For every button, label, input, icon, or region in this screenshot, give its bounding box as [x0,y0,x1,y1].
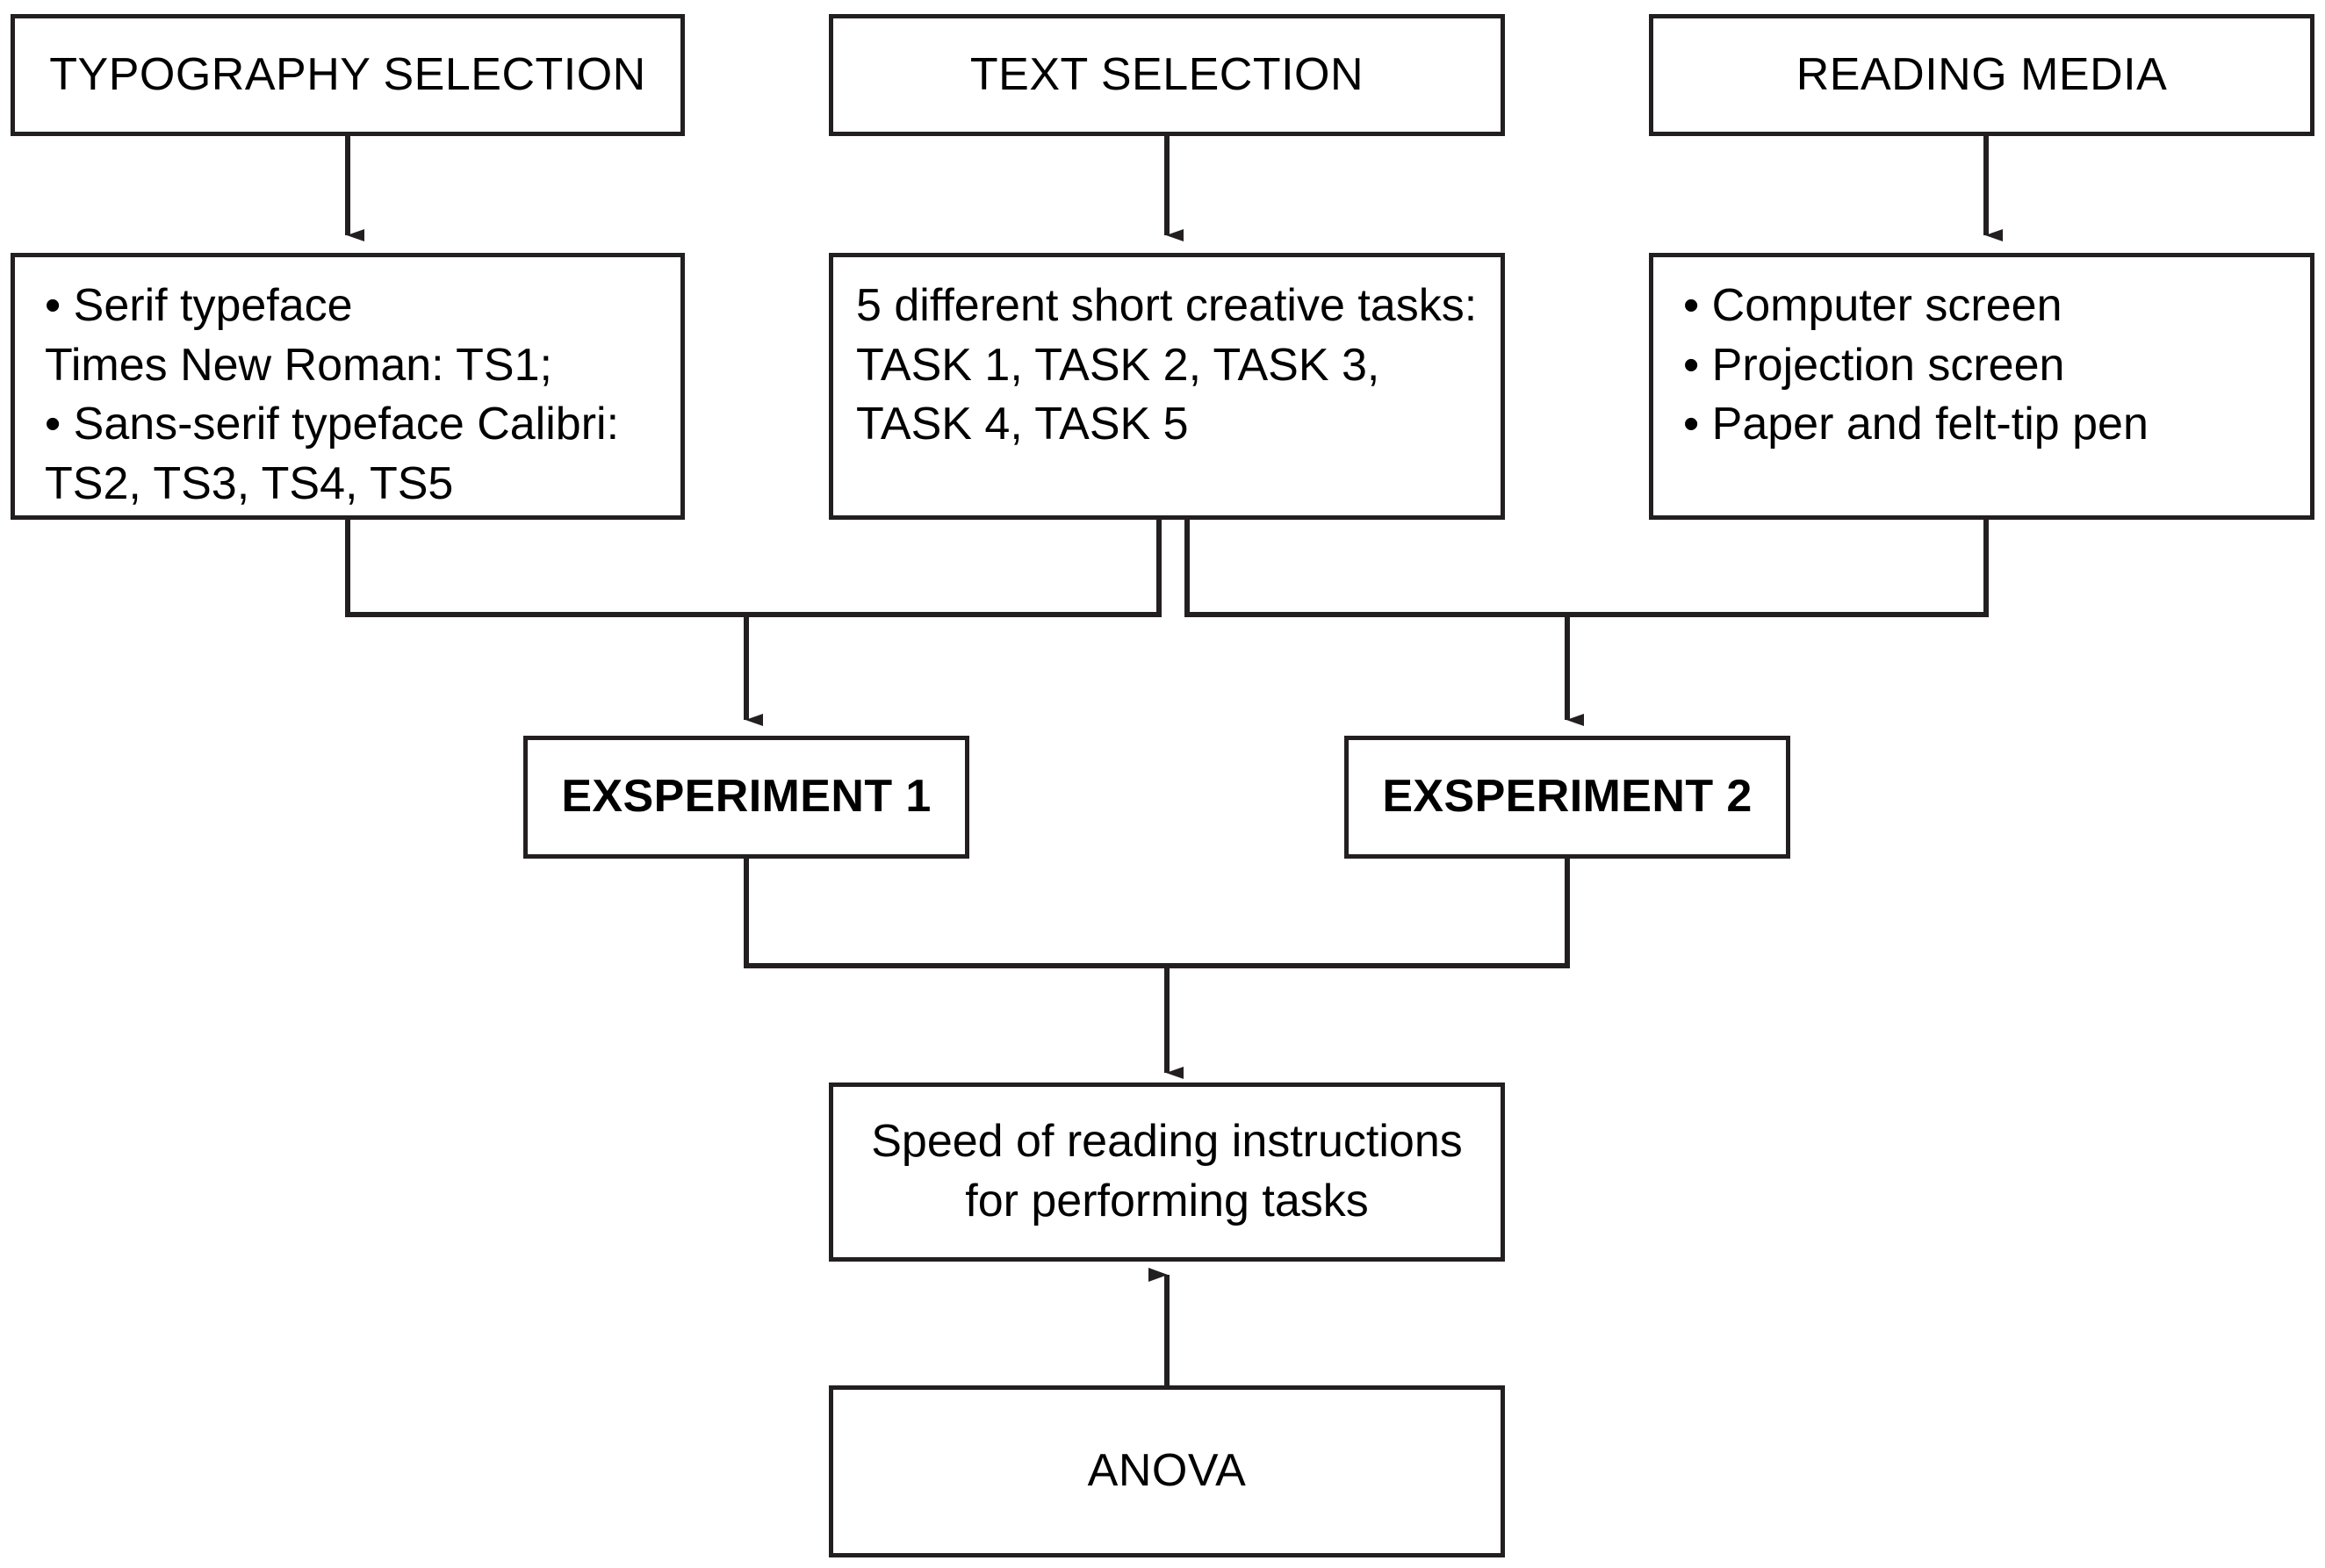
node-text-selection-label: TEXT SELECTION [969,48,1364,100]
node-outcome[interactable]: Speed of reading instructions for perfor… [829,1082,1505,1262]
node-media-detail[interactable]: • Computer screen • Projection screen • … [1649,253,2314,520]
node-anova-label: ANOVA [1087,1445,1247,1497]
node-outcome-label: Speed of reading instructions for perfor… [871,1116,1463,1226]
node-text-selection[interactable]: TEXT SELECTION [829,14,1505,136]
node-typography-selection-label: TYPOGRAPHY SELECTION [49,48,646,100]
node-reading-media-label: READING MEDIA [1796,48,2168,100]
node-anova[interactable]: ANOVA [829,1385,1505,1557]
node-experiment-2[interactable]: EXSPERIMENT 2 [1344,736,1790,859]
node-typography-selection[interactable]: TYPOGRAPHY SELECTION [11,14,685,136]
node-media-detail-label: • Computer screen • Projection screen • … [1683,280,2149,450]
node-typography-detail-label: • Serif typeface Times New Roman: TS1; •… [45,280,620,509]
node-reading-media[interactable]: READING MEDIA [1649,14,2314,136]
node-text-detail-label: 5 different short creative tasks: TASK 1… [856,280,1478,450]
node-typography-detail[interactable]: • Serif typeface Times New Roman: TS1; •… [11,253,685,520]
node-experiment-1-label: EXSPERIMENT 1 [561,771,932,823]
node-experiment-1[interactable]: EXSPERIMENT 1 [523,736,969,859]
node-experiment-2-label: EXSPERIMENT 2 [1382,771,1753,823]
node-text-detail[interactable]: 5 different short creative tasks: TASK 1… [829,253,1505,520]
